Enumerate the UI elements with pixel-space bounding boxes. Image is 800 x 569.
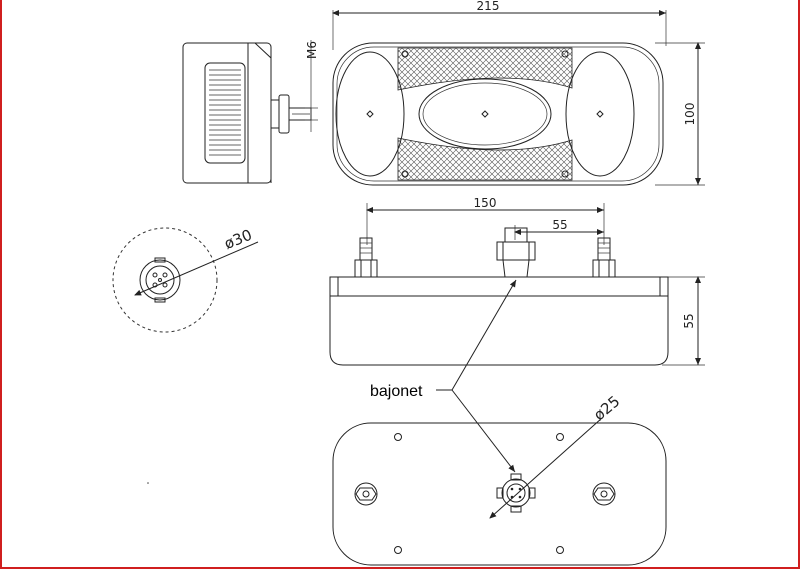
- dim-bolt-spacing: 150: [474, 196, 497, 210]
- bajonet-leader: [436, 279, 517, 473]
- dim-depth: 55: [682, 313, 696, 328]
- connector-detail: [112, 227, 259, 333]
- side-view: [182, 40, 318, 184]
- dim-offset: 55: [552, 218, 567, 232]
- dim-connector-diameter: ø30: [222, 226, 255, 253]
- dim-width-total: 215: [477, 0, 500, 13]
- label-bajonet: bajonet: [370, 383, 423, 400]
- dim-thread: M6: [305, 41, 319, 59]
- dim-base-diameter: ø25: [590, 392, 623, 424]
- front-view: [332, 10, 705, 186]
- rear-view: [147, 417, 667, 566]
- bottom-view: [329, 203, 705, 366]
- dim-height-total: 100: [683, 103, 697, 126]
